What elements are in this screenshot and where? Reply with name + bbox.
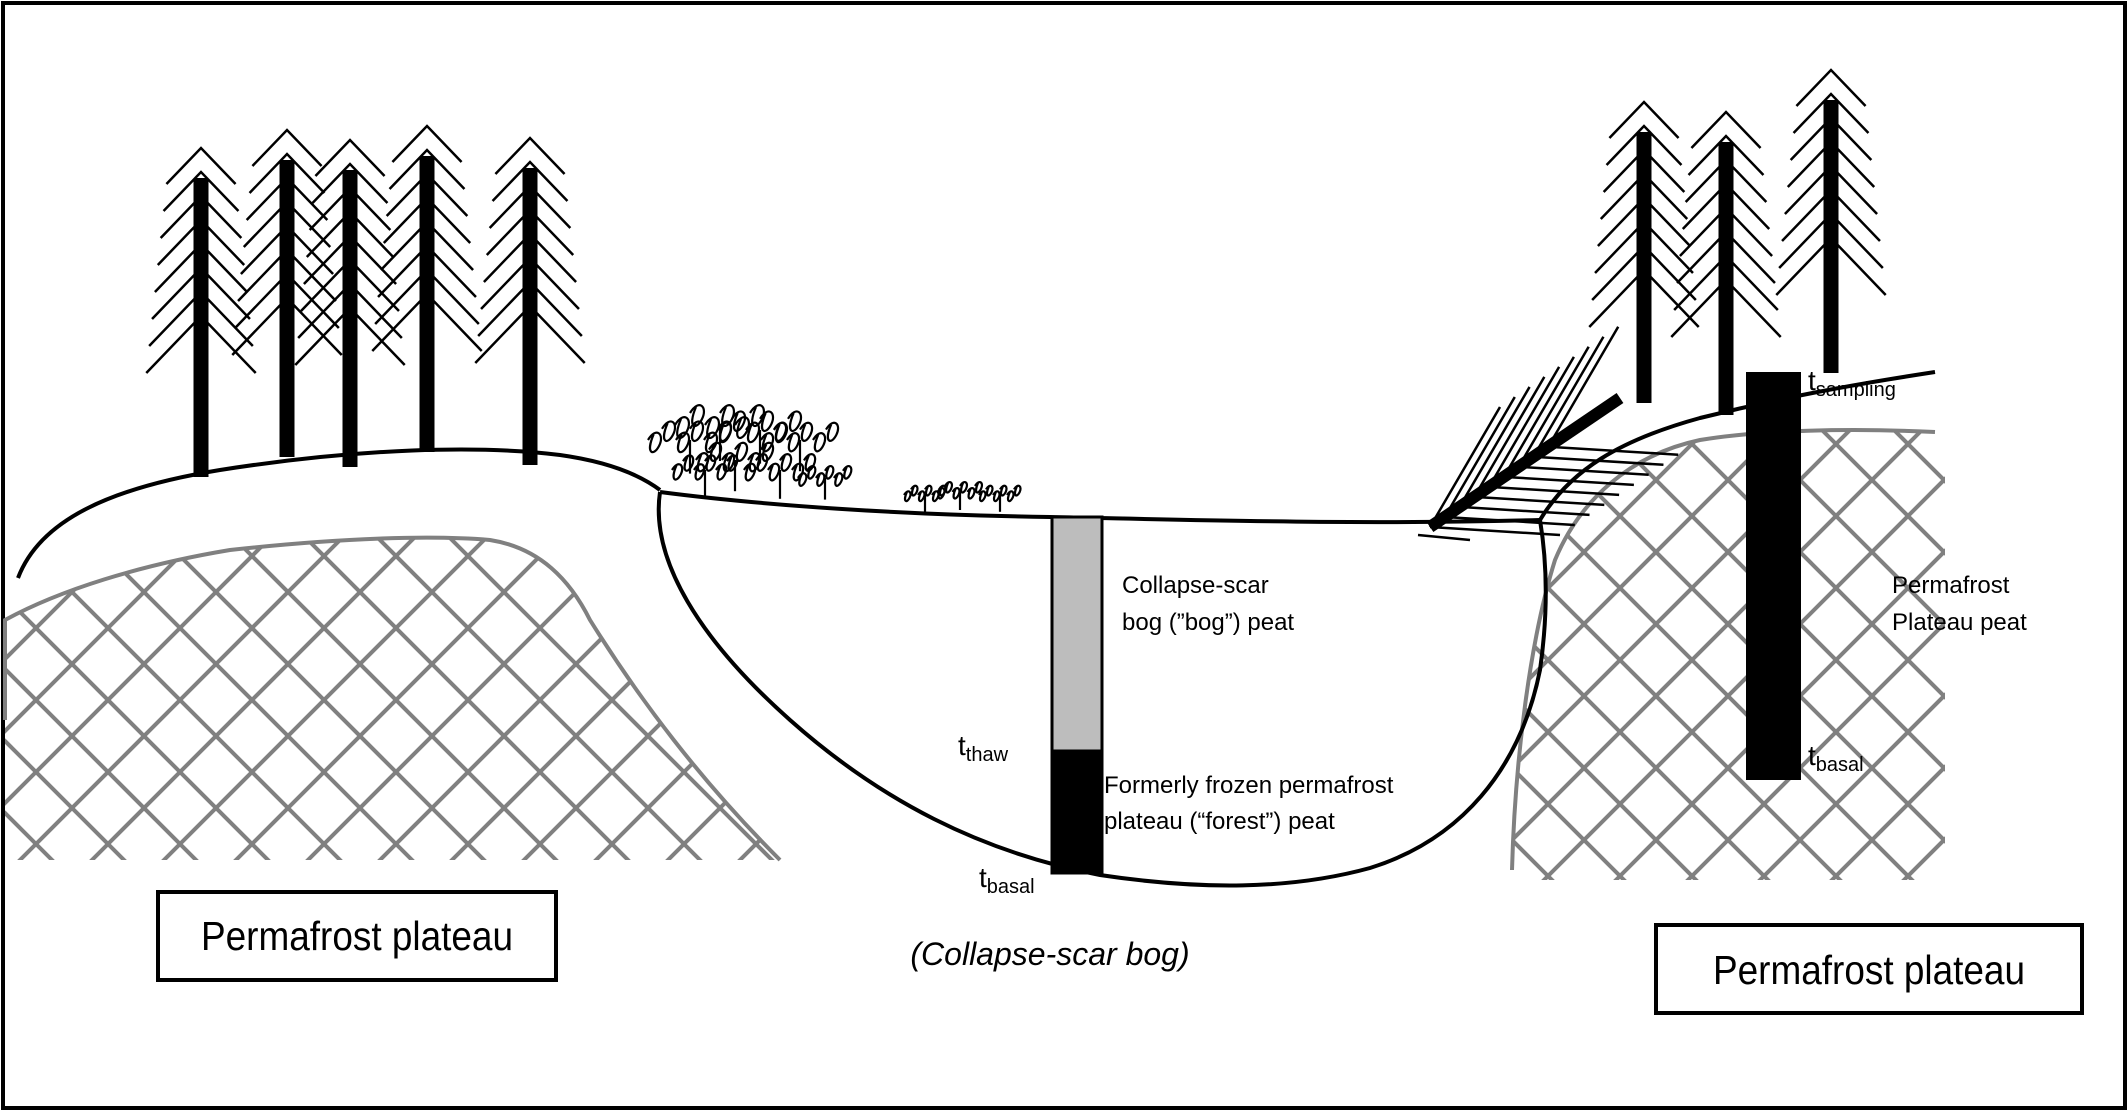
right-box-label: Permafrost plateau — [1713, 947, 2025, 993]
t-thaw-label: tthaw — [958, 730, 1009, 766]
conifer-tree — [1588, 100, 1700, 403]
plateau-peat-label-2: Plateau peat — [1892, 609, 2027, 636]
forest-peat-label-2: plateau (“forest”) peat — [1104, 808, 1335, 835]
shrub — [936, 481, 984, 510]
conifer-tree — [294, 138, 406, 467]
right-plateau-surface — [1538, 370, 1936, 522]
left-permafrost-body — [2, 535, 782, 862]
shrub — [671, 454, 739, 497]
bog-peat-label-1: Collapse-scar — [1122, 572, 1269, 599]
t-sampling-label: tsampling — [1808, 365, 1896, 401]
shrub — [978, 484, 1022, 512]
plateau-peat-label-1: Permafrost — [1892, 572, 2010, 599]
bog-peat-label-2: bog (”bog”) peat — [1122, 609, 1294, 636]
tilted-tree — [1417, 326, 1679, 542]
forest-peat-label-1: Formerly frozen permafrost — [1104, 772, 1394, 799]
shrub — [903, 484, 947, 512]
bog-basin-outline — [656, 491, 1548, 888]
conifer-tree — [1775, 68, 1887, 373]
bog-peat-core — [1050, 515, 1104, 753]
conifer-tree — [474, 136, 586, 465]
t-basal-plateau-label: tbasal — [1808, 740, 1864, 776]
collapse-scar-caption: (Collapse-scar bog) — [910, 936, 1189, 972]
plateau-peat-core — [1746, 372, 1801, 780]
conifer-tree — [231, 128, 343, 457]
right-plateau-box: Permafrost plateau — [1654, 923, 2084, 1015]
forest-peat-core — [1050, 749, 1104, 875]
left-plateau-box: Permafrost plateau — [156, 890, 558, 982]
conifer-tree — [1670, 110, 1782, 415]
conifer-tree — [371, 124, 483, 452]
left-plateau-surface — [16, 447, 662, 579]
shrubs-group — [647, 404, 1022, 512]
conifer-tree — [145, 146, 257, 477]
shrub — [797, 465, 853, 500]
left-box-label: Permafrost plateau — [201, 913, 513, 959]
shrub — [743, 453, 817, 499]
trees-group — [145, 68, 1887, 477]
t-basal-bog-label: tbasal — [979, 862, 1035, 898]
